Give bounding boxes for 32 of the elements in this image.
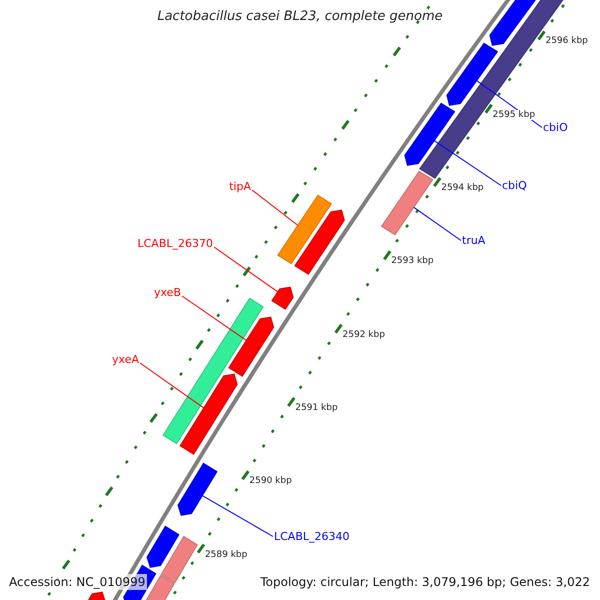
gene-label: cbiQ — [502, 179, 527, 192]
scale-label: 2592 kbp — [342, 330, 385, 340]
gene-label: LCABL_26340 — [274, 530, 350, 543]
leader-line — [413, 206, 462, 241]
gene-feature — [446, 42, 498, 106]
footer-text: Topology: circular; Length: 3,079,196 bp; Genes: 3,022 — [258, 574, 592, 590]
gene-feature — [404, 102, 456, 166]
map-title: Lactobacillus casei BL23, complete genome — [156, 9, 444, 24]
leader-line — [202, 495, 274, 537]
gene-label: LCABL_26370 — [137, 237, 213, 250]
scale-label: 2591 kbp — [295, 402, 338, 413]
gene-feature — [380, 170, 434, 236]
gene-label: yxeA — [112, 353, 139, 366]
gene-feature — [271, 286, 294, 310]
footer-text: Accession: NC_010999 — [7, 574, 148, 590]
leader-line — [252, 190, 298, 226]
gene-feature — [228, 316, 274, 377]
gene-feature — [177, 462, 218, 516]
scale-label: 2590 kbp — [249, 476, 292, 486]
gene-label: yxeB — [154, 286, 181, 299]
leader-line — [140, 362, 204, 408]
scale-label: 2593 kbp — [391, 256, 434, 266]
gene-feature — [277, 194, 332, 264]
scale-label: 2596 kbp — [545, 36, 588, 46]
leader-line — [182, 296, 247, 341]
gene-feature — [179, 374, 238, 455]
gene-label: truA — [462, 234, 486, 247]
gene-label: cbiO — [543, 121, 568, 134]
gene-label: tipA — [229, 180, 251, 193]
scale-label: 2594 kbp — [441, 183, 484, 194]
leader-line — [214, 246, 278, 292]
leader-line — [434, 140, 502, 186]
